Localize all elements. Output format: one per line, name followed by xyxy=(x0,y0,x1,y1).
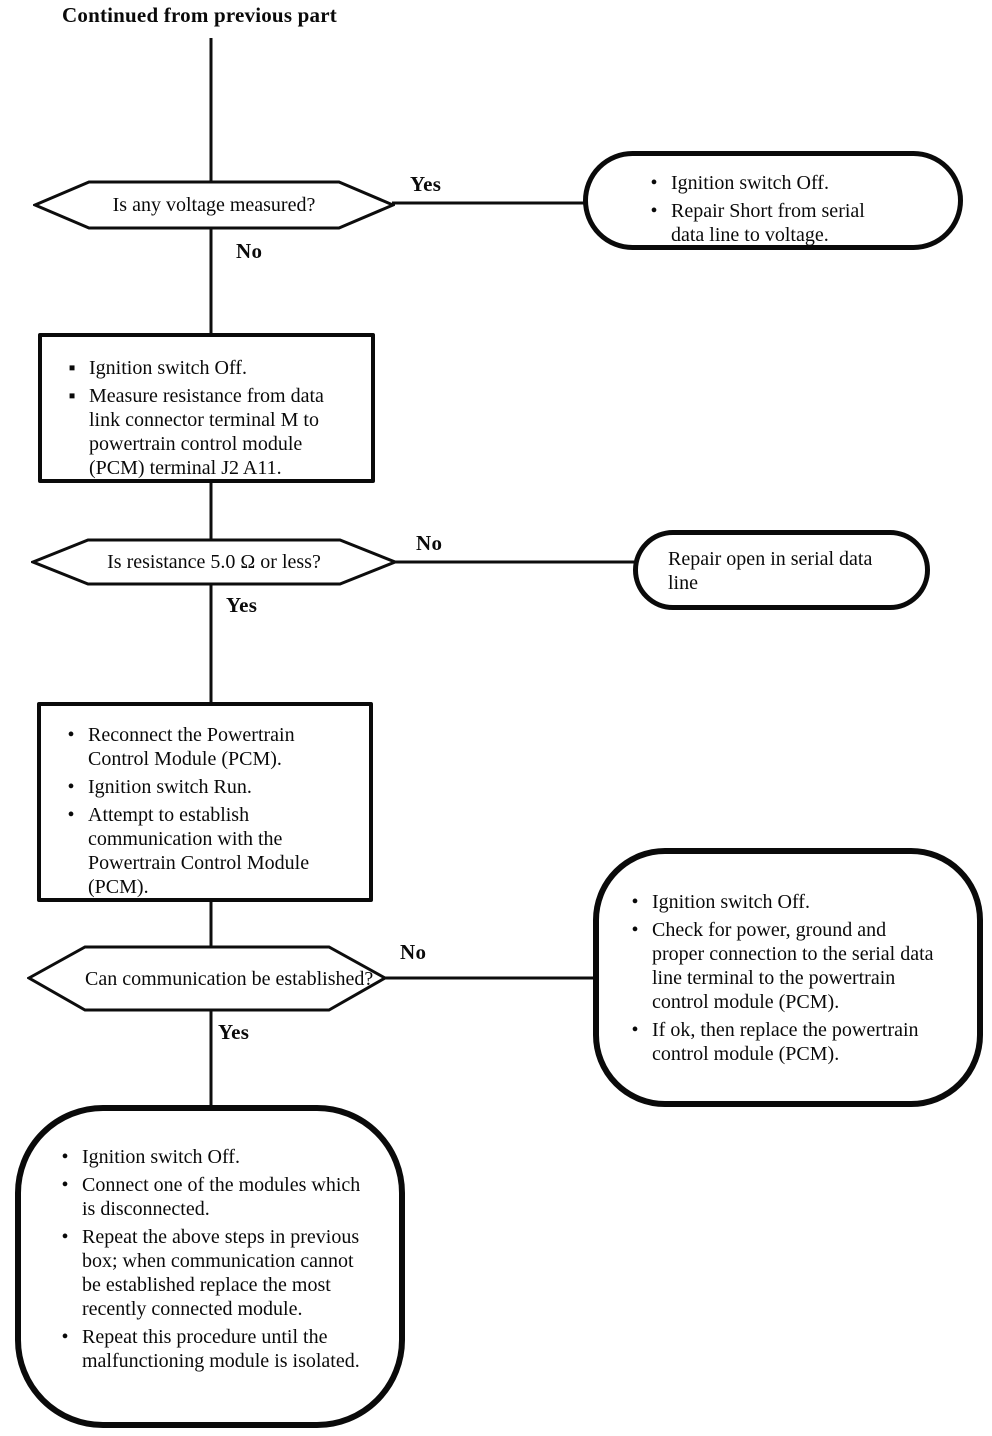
bullet-text: Measure resistance from data link connec… xyxy=(89,385,324,479)
bullet-item: • Check for power, ground and proper con… xyxy=(627,918,943,1014)
process-reconnect-pcm: • Reconnect the Powertrain Control Modul… xyxy=(37,702,373,902)
edge-label-yes: Yes xyxy=(410,172,442,196)
decision-voltage: Is any voltage measured? xyxy=(33,179,395,231)
decision-resistance: Is resistance 5.0 Ω or less? xyxy=(31,537,397,587)
edge-label-yes: Yes xyxy=(226,593,258,617)
bullet-text: Repeat the above steps in previous box; … xyxy=(82,1226,360,1320)
bullet-text: Attempt to establish communication with … xyxy=(88,804,310,898)
bullet-icon: ▪ xyxy=(68,385,76,407)
bullet-item: • Repair Short from serial data line to … xyxy=(646,199,918,247)
bullet-item: • If ok, then replace the powertrain con… xyxy=(627,1018,943,1066)
bullet-text: Ignition switch Off. xyxy=(82,1146,240,1168)
bullet-icon: • xyxy=(61,1146,69,1168)
bullet-icon: • xyxy=(67,776,75,798)
process-measure-resistance: ▪ Ignition switch Off. ▪ Measure resista… xyxy=(38,333,375,483)
bullet-icon: • xyxy=(67,724,75,746)
bullet-item: • Ignition switch Off. xyxy=(57,1145,371,1169)
bullet-text: Ignition switch Off. xyxy=(652,891,810,913)
terminal-text: Repair open in serial data line xyxy=(668,548,873,594)
bullet-item: • Ignition switch Run. xyxy=(63,775,355,799)
decision-communication: Can communication be established? xyxy=(27,944,387,1013)
bullet-text: Ignition switch Run. xyxy=(88,776,252,798)
bullet-item: • Attempt to establish communication wit… xyxy=(63,803,355,899)
bullet-icon: • xyxy=(631,919,639,941)
terminal-isolate-module: • Ignition switch Off. • Connect one of … xyxy=(15,1105,405,1428)
bullet-text: Repair Short from serial data line to vo… xyxy=(671,200,865,246)
bullet-text: Ignition switch Off. xyxy=(89,357,247,379)
hexagon-shape xyxy=(31,538,397,586)
bullet-text: If ok, then replace the powertrain contr… xyxy=(652,1019,919,1065)
bullet-icon: ▪ xyxy=(68,357,76,379)
bullet-text: Repeat this procedure until the malfunct… xyxy=(82,1326,360,1372)
page-title: Continued from previous part xyxy=(62,3,337,27)
bullet-item: • Reconnect the Powertrain Control Modul… xyxy=(63,723,355,771)
bullet-icon: • xyxy=(61,1174,69,1196)
bullet-text: Connect one of the modules which is disc… xyxy=(82,1174,361,1220)
bullet-icon: • xyxy=(631,891,639,913)
bullet-item: • Ignition switch Off. xyxy=(627,890,943,914)
bullet-item: ▪ Measure resistance from data link conn… xyxy=(64,384,357,480)
bullet-item: • Connect one of the modules which is di… xyxy=(57,1173,371,1221)
bullet-icon: • xyxy=(61,1326,69,1348)
bullet-icon: • xyxy=(650,172,658,194)
bullet-icon: • xyxy=(67,804,75,826)
edge-label-no: No xyxy=(236,239,263,263)
terminal-repair-short: • Ignition switch Off. • Repair Short fr… xyxy=(583,151,963,250)
bullet-icon: • xyxy=(61,1226,69,1248)
bullet-item: • Repeat this procedure until the malfun… xyxy=(57,1325,371,1373)
decision-question: Is any voltage measured? xyxy=(112,194,316,216)
bullet-icon: • xyxy=(631,1019,639,1041)
terminal-repair-open: Repair open in serial data line xyxy=(633,530,930,610)
bullet-item: • Ignition switch Off. xyxy=(646,171,918,195)
bullet-text: Ignition switch Off. xyxy=(671,172,829,194)
terminal-check-power: • Ignition switch Off. • Check for power… xyxy=(593,848,983,1107)
bullet-item: ▪ Ignition switch Off. xyxy=(64,356,357,380)
bullet-text: Check for power, ground and proper conne… xyxy=(652,919,934,1013)
decision-question: Can communication be established? xyxy=(85,967,374,990)
decision-question: Is resistance 5.0 Ω or less? xyxy=(107,551,321,573)
bullet-icon: • xyxy=(650,200,658,222)
edge-label-no: No xyxy=(416,531,443,555)
edge-label-no: No xyxy=(400,940,427,964)
hexagon-shape xyxy=(27,945,387,1012)
bullet-text: Reconnect the Powertrain Control Module … xyxy=(88,724,295,770)
bullet-item: • Repeat the above steps in previous box… xyxy=(57,1225,371,1321)
hexagon-shape xyxy=(33,180,395,230)
edge-label-yes: Yes xyxy=(218,1020,250,1044)
